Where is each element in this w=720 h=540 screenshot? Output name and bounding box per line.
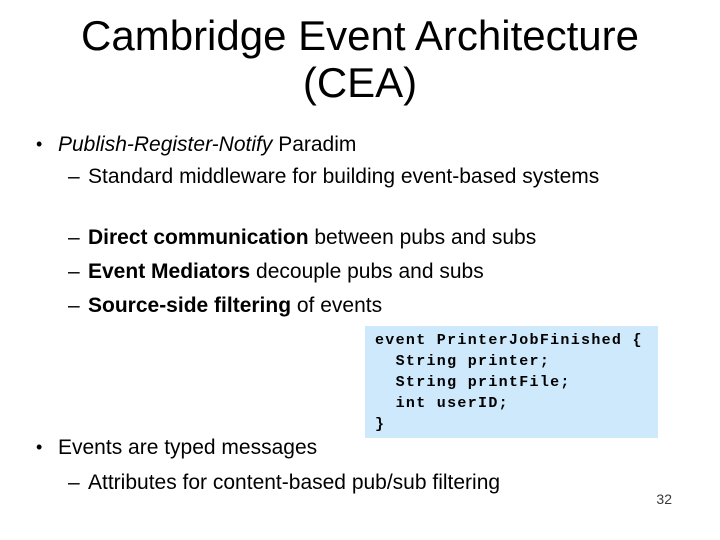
dash-marker: – <box>68 165 80 188</box>
subbullet-text: Standard middleware for building event-b… <box>88 165 600 188</box>
subbullet-text: Event Mediators decouple pubs and subs <box>88 257 608 286</box>
subbullet-event-mediators: – Event Mediators decouple pubs and subs <box>68 257 613 286</box>
code-snippet-printerjobfinished: event PrinterJobFinished { String printe… <box>365 326 658 438</box>
subbullet-direct-communication: – Direct communication between pubs and … <box>68 223 613 252</box>
slide-title-line1: Cambridge Event Architecture <box>81 12 639 59</box>
subbullet-text-rest-segment: decouple pubs and subs <box>250 260 484 283</box>
bullet-dot-marker: • <box>36 134 43 154</box>
dash-marker: – <box>68 471 80 494</box>
subbullet-text: Direct communication between pubs and su… <box>88 223 608 252</box>
dash-marker: – <box>68 226 80 249</box>
page-number: 32 <box>656 491 672 507</box>
bullet-dot-marker: • <box>36 437 43 457</box>
subbullet-attributes-filtering: – Attributes for content-based pub/sub f… <box>68 468 613 497</box>
subbullet-standard-middleware: – Standard middleware for building event… <box>68 162 613 191</box>
subbullet-text-bold-segment: Source-side filtering <box>88 294 292 317</box>
subbullet-text-bold-segment: Event Mediators <box>88 260 251 283</box>
code-line: event PrinterJobFinished { <box>375 332 643 349</box>
bullet-text-rest-segment: Paradim <box>272 133 357 156</box>
dash-marker: – <box>68 294 80 317</box>
subbullet-text-rest-segment: of events <box>291 294 383 317</box>
dash-marker: – <box>68 260 80 283</box>
subbullet-text: Attributes for content-based pub/sub fil… <box>88 471 501 494</box>
subbullet-text-bold-segment: Direct communication <box>88 226 309 249</box>
bullet-text-italic-segment: Publish-Register-Notify <box>58 133 273 156</box>
code-line: String printer; <box>375 353 551 370</box>
code-line: String printFile; <box>375 374 571 391</box>
slide-title: Cambridge Event Architecture (CEA) <box>0 12 720 106</box>
code-line: } <box>375 416 386 433</box>
subbullet-text: Source-side filtering of events <box>88 291 608 320</box>
bullet-publish-register-notify: • Publish-Register-Notify Paradim <box>36 130 676 159</box>
bullet-text: Publish-Register-Notify Paradim <box>58 130 356 159</box>
bullet-events-typed-messages: • Events are typed messages <box>36 433 676 462</box>
slide-title-line2: (CEA) <box>302 59 418 106</box>
subbullet-text-rest-segment: between pubs and subs <box>308 226 537 249</box>
subbullet-source-side-filtering: – Source-side filtering of events <box>68 291 613 320</box>
code-line: int userID; <box>375 395 509 412</box>
bullet-text: Events are typed messages <box>58 436 318 459</box>
